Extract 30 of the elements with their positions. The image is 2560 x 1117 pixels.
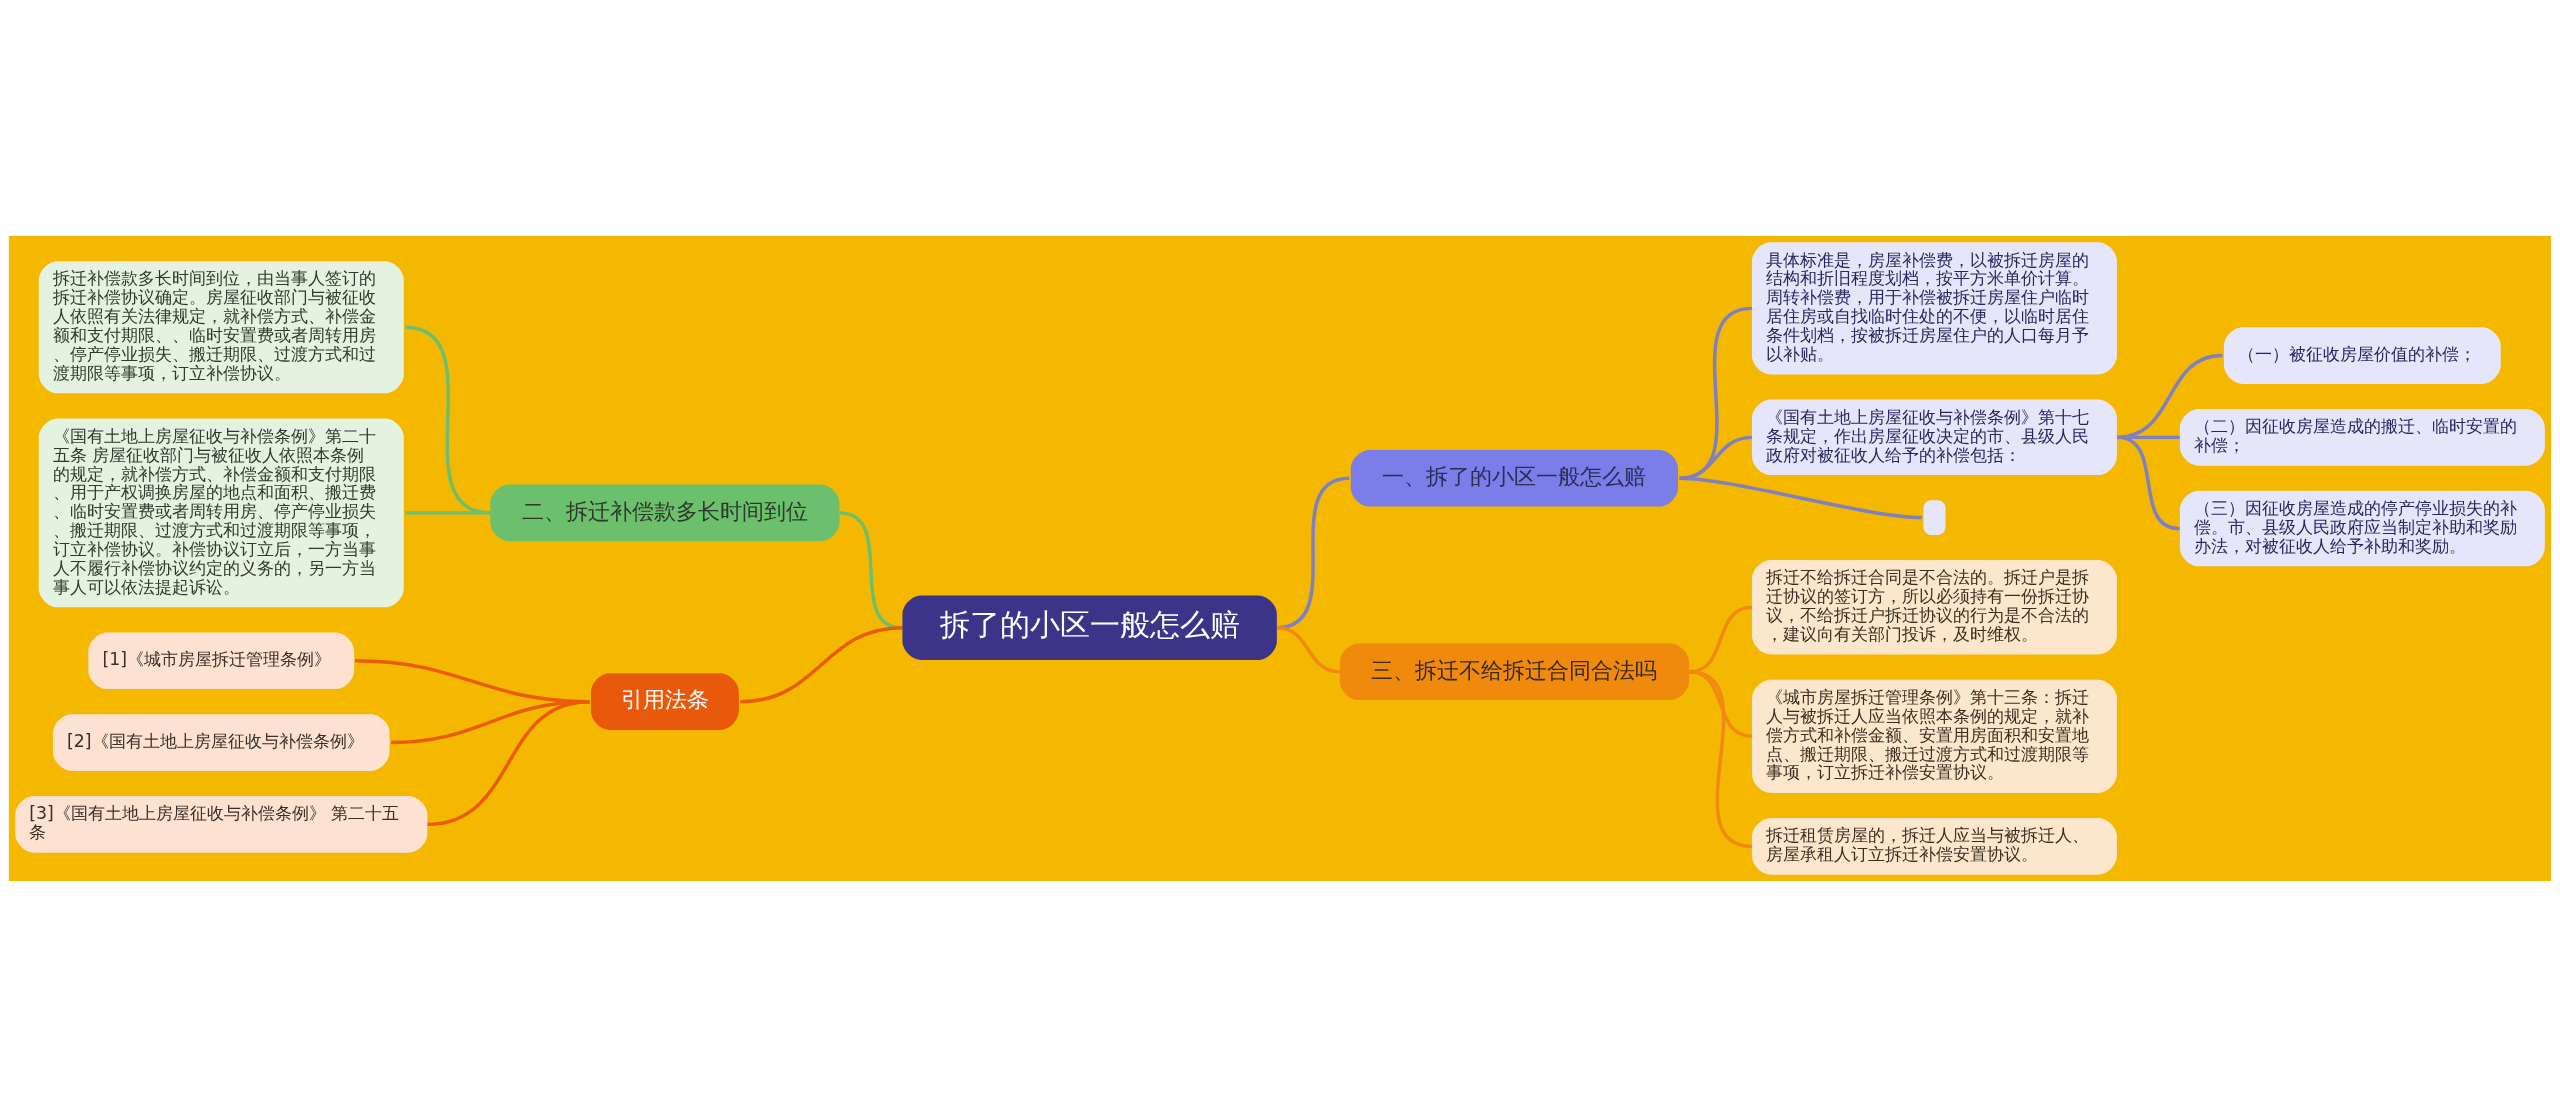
connector bbox=[405, 511, 491, 515]
node-box: 二、拆迁补偿款多长时间到位 bbox=[490, 484, 840, 542]
node-box: 《国有土地上房屋征收与补偿条例》第二十五条 房屋征收部门与被征收人依照本条例的规定，就补偿方式、补偿金额和支付期限、用于产权调换房屋的地点和面积、搬迁费、临时安置费或者周转用房、停产停业损失、搬迁期限、过渡方式和过渡期限等事项，订立补偿协议。补偿协议订立后，一方当事人不履行补偿协议约定的义务的，另一方当事人可以依法提起诉讼。 bbox=[38, 418, 404, 608]
node-box: 一、拆了的小区一般怎么赔 bbox=[1350, 449, 1678, 507]
node-box: [1]《城市房屋拆迁管理条例》 bbox=[88, 632, 355, 690]
connector bbox=[1688, 670, 1753, 849]
node-box: 拆迁租赁房屋的，拆迁人应当与被拆迁人、房屋承租人订立拆迁补偿安置协议。 bbox=[1751, 818, 2117, 875]
node-box: 《城市房屋拆迁管理条例》第十三条：拆迁人与被拆迁人应当依照本条例的规定，就补偿方式和补偿金额、安置用房面积和安置地点、搬迁期限、搬迁过渡方式和过渡期限等事项，订立拆迁补偿安置协议。 bbox=[1751, 679, 2117, 793]
connector bbox=[1276, 626, 1340, 674]
node-box: （一）被征收房屋价值的补偿； bbox=[2223, 327, 2501, 384]
node-box: 拆迁不给拆迁合同是不合法的。拆迁户是拆迁协议的签订方，所以必须持有一份拆迁协议，不给拆迁户拆迁协议的行为是不合法的，建议向有关部门投诉，及时维权。 bbox=[1751, 560, 2117, 655]
connector bbox=[740, 626, 903, 704]
node-box bbox=[1923, 500, 1946, 535]
node-box: 拆迁补偿款多长时间到位，由当事人签订的拆迁补偿协议确定。房屋征收部门与被征收人依照有关法律规定，就补偿方式、补偿金额和支付期限、、临时安置费或者周转用房、停产停业损失、搬迁期限、过渡方式和过渡期限等事项，订立补偿协议。 bbox=[38, 261, 404, 394]
node-box: 《国有土地上房屋征收与补偿条例》第十七条规定，作出房屋征收决定的市、县级人民政府对被征收人给予的补偿包括： bbox=[1751, 399, 2117, 476]
node-box: 三、拆迁不给拆迁合同合法吗 bbox=[1339, 643, 1689, 701]
connector bbox=[1679, 435, 1753, 480]
node-box: [3]《国有土地上房屋征收与补偿条例》 第二十五条 bbox=[15, 796, 428, 853]
node-box: 拆了的小区一般怎么赔 bbox=[902, 595, 1277, 660]
node-box: 引用法条 bbox=[590, 673, 739, 730]
connector bbox=[427, 699, 590, 827]
connector bbox=[2116, 353, 2223, 440]
connector bbox=[1679, 476, 1922, 520]
node-box: （二）因征收房屋造成的搬迁、临时安置的补偿； bbox=[2179, 409, 2545, 466]
node-box: （三）因征收房屋造成的停产停业损失的补偿。市、县级人民政府应当制定补助和奖励办法，对被征收人给予补助和奖励。 bbox=[2179, 490, 2545, 567]
connector bbox=[2116, 435, 2181, 531]
connector bbox=[405, 325, 491, 515]
connector bbox=[1679, 306, 1753, 480]
node-box: [2]《国有土地上房屋征收与补偿条例》 bbox=[52, 714, 390, 771]
node-box: 具体标准是，房屋补偿费，以被拆迁房屋的结构和折旧程度划档，按平方米单价计算。周转补偿费，用于补偿被拆迁房屋住户临时居住房或自找临时住处的不便，以临时居住条件划档，按被拆迁房屋住户的人口每月予以补贴。 bbox=[1751, 242, 2117, 375]
